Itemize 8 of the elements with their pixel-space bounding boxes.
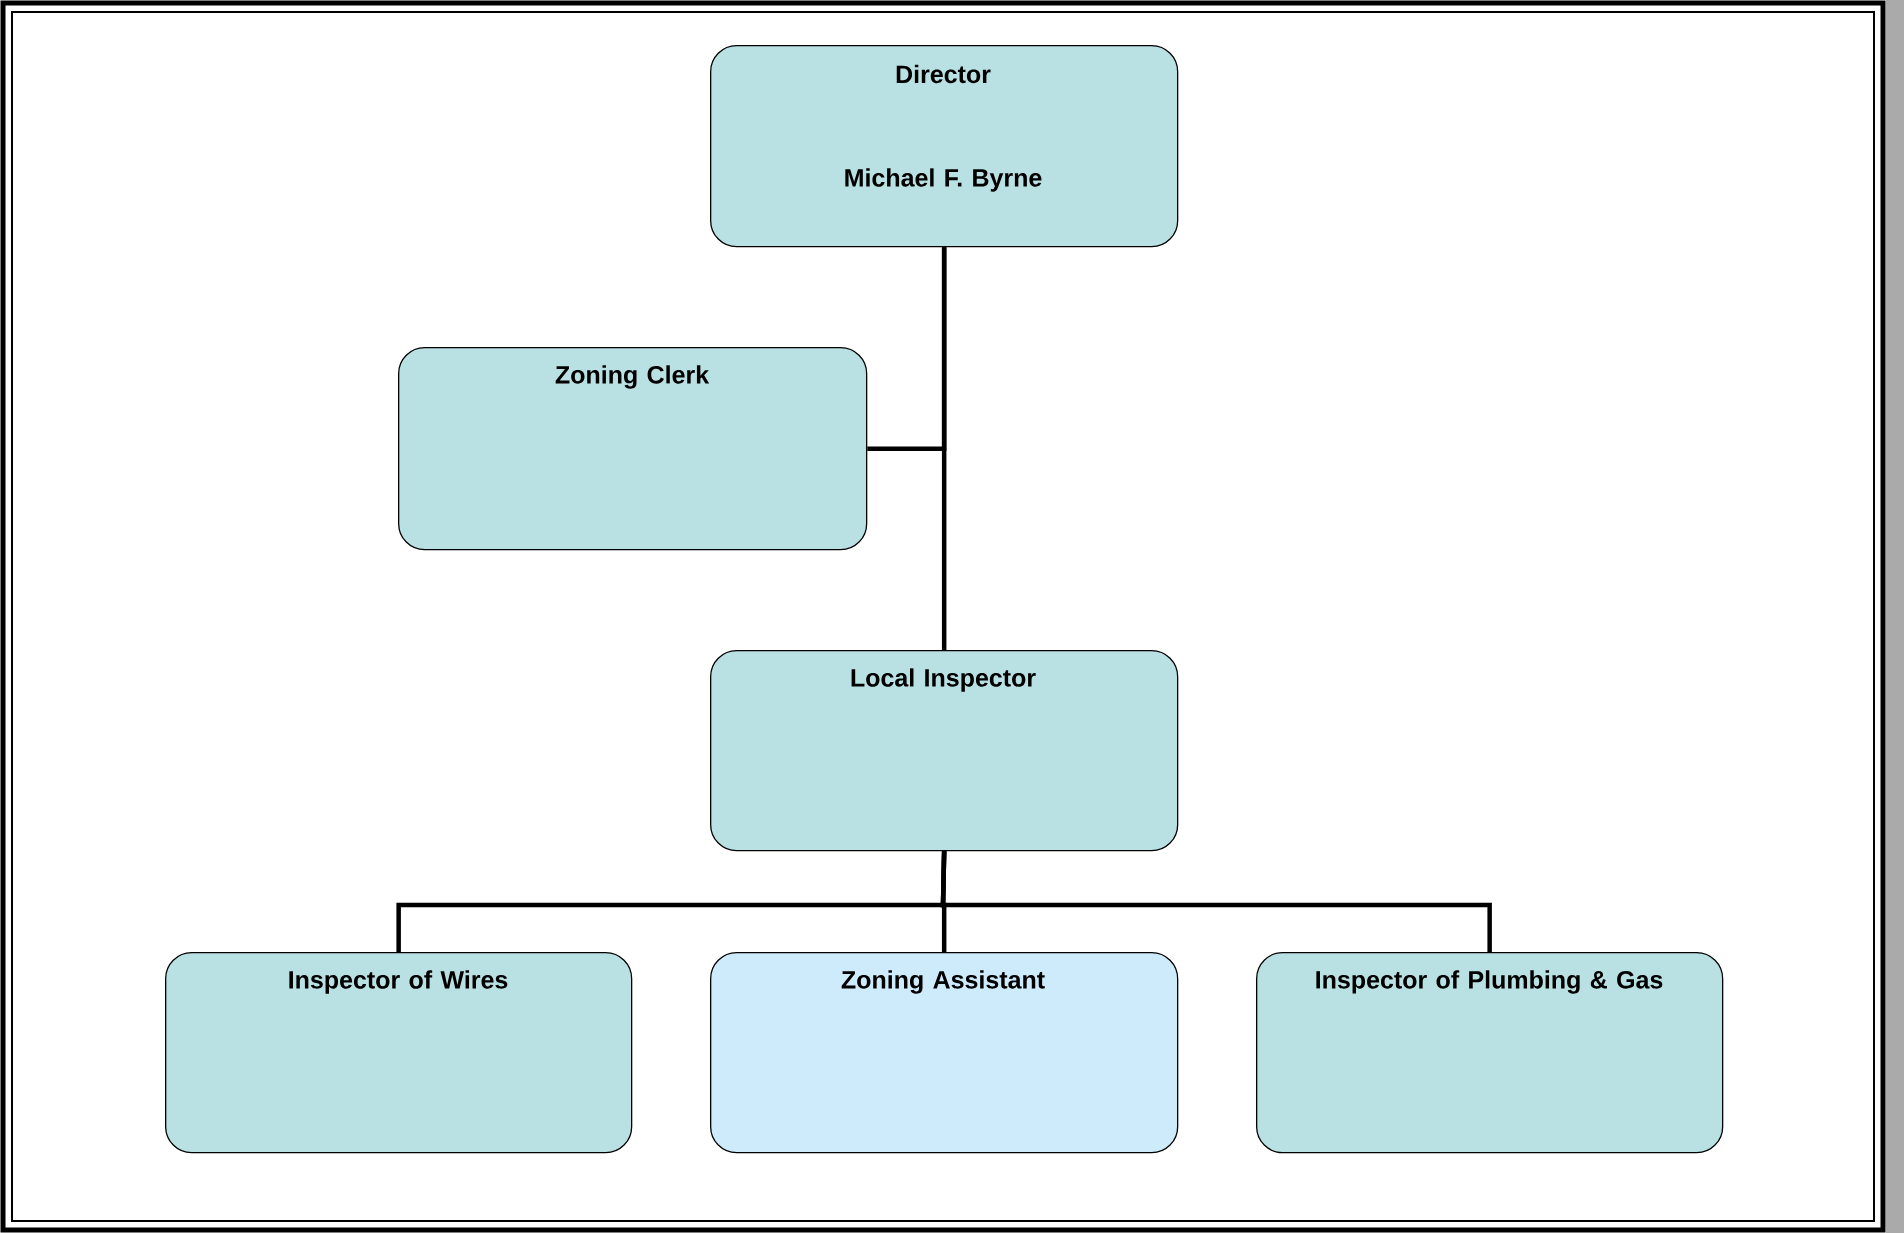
org-box: Local Inspector (710, 650, 1179, 852)
org-box: Inspector of Plumbing & Gas (1256, 952, 1724, 1154)
org-box: Zoning Assistant (710, 952, 1179, 1154)
connector-line (940, 851, 1492, 952)
org-box: Inspector of Wires (165, 952, 633, 1154)
connector-line (941, 247, 947, 650)
org-box: Zoning Clerk (398, 347, 868, 551)
org-box: Director Michael F. Byrne (710, 45, 1179, 248)
